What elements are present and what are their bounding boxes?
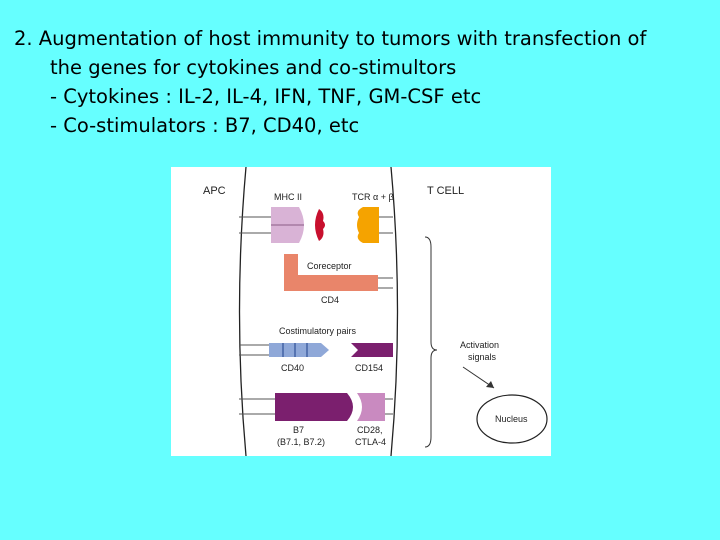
apc-membrane — [240, 167, 247, 456]
activation-label-1: Activation — [460, 340, 499, 350]
coreceptor-molecule — [284, 254, 393, 291]
apc-label: APC — [203, 185, 226, 197]
ctla4-label: CTLA-4 — [355, 437, 386, 447]
mhc-molecule — [239, 207, 325, 243]
cd154-molecule — [351, 343, 393, 357]
diagram-svg: APC T CELL MHC II TCR α + β Coreceptor C… — [171, 167, 551, 456]
activation-arrowhead — [486, 381, 494, 388]
coreceptor-label: Coreceptor — [307, 261, 352, 271]
heading: 2. Augmentation of host immunity to tumo… — [14, 24, 714, 53]
cd154-shape — [351, 343, 393, 357]
b7-molecule — [239, 393, 353, 421]
b7-label: B7 — [293, 425, 304, 435]
tcr-molecule — [357, 207, 393, 243]
costimulators-bullet: - Co-stimulators : B7, CD40, etc — [14, 111, 714, 140]
cd4-shape — [284, 254, 378, 291]
slide-text: 2. Augmentation of host immunity to tumo… — [14, 24, 714, 140]
b7-shape — [275, 393, 353, 421]
cytokines-bullet: - Cytokines : IL-2, IL-4, IFN, TNF, GM-C… — [14, 82, 714, 111]
tcell-label: T CELL — [427, 185, 464, 197]
tcell-membrane — [391, 167, 398, 456]
cd4-label: CD4 — [321, 295, 339, 305]
nucleus-label: Nucleus — [495, 414, 528, 424]
costim-label: Costimulatory pairs — [279, 326, 357, 336]
cd28-label: CD28, — [357, 425, 383, 435]
cd40-molecule — [239, 343, 329, 357]
immune-synapse-diagram: APC T CELL MHC II TCR α + β Coreceptor C… — [171, 167, 551, 456]
cd40-label: CD40 — [281, 363, 304, 373]
peptide-shape — [315, 209, 325, 241]
tcr-shape — [357, 207, 379, 243]
heading-continuation: the genes for cytokines and co-stimultor… — [14, 53, 714, 82]
activation-label-2: signals — [468, 352, 497, 362]
b7-sub-label: (B7.1, B7.2) — [277, 437, 325, 447]
cd28-molecule — [357, 393, 393, 421]
activation-bracket — [425, 237, 437, 447]
tcr-label: TCR α + β — [352, 192, 394, 202]
cd154-label: CD154 — [355, 363, 383, 373]
cd40-shape — [269, 343, 329, 357]
cd28-shape — [357, 393, 385, 421]
mhc-label: MHC II — [274, 192, 302, 202]
